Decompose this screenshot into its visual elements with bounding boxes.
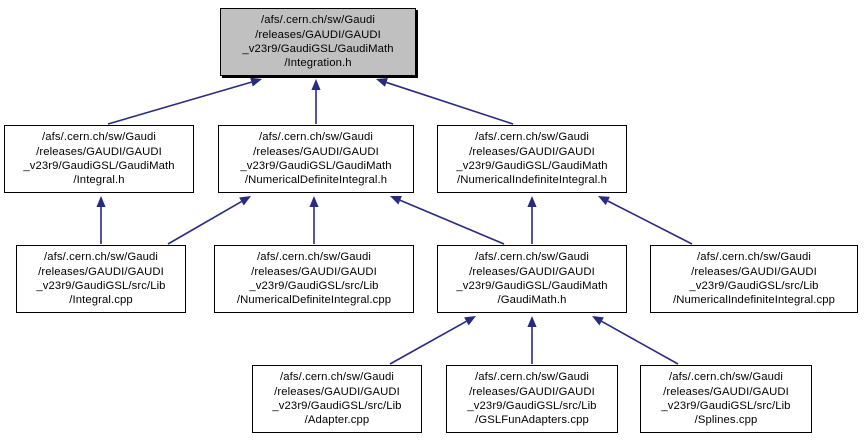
graph-arrowhead-numericaldefiniteintegral_h-to-integration_h (311, 79, 321, 90)
graph-arrowhead-integral_cpp-to-numericaldefiniteintegral_h (239, 196, 251, 206)
graph-node-gslfunadapters_cpp[interactable]: /afs/.cern.ch/sw/Gaudi /releases/GAUDI/G… (446, 365, 618, 433)
graph-edge-gaudimath_h-to-numericaldefiniteintegral_h (399, 199, 505, 245)
graph-node-adapter_cpp[interactable]: /afs/.cern.ch/sw/Gaudi /releases/GAUDI/G… (252, 365, 422, 433)
graph-node-numericalindefiniteintegral_h[interactable]: /afs/.cern.ch/sw/Gaudi /releases/GAUDI/G… (437, 125, 627, 193)
graph-edge-integral_h-to-integration_h (107, 81, 252, 125)
graph-edge-numericalindefiniteintegral_cpp-to-numericalindefiniteintegral_h (607, 200, 693, 245)
graph-node-integral_cpp[interactable]: /afs/.cern.ch/sw/Gaudi /releases/GAUDI/G… (16, 245, 186, 313)
graph-edge-splines_cpp-to-gaudimath_h (601, 320, 679, 365)
graph-arrowhead-integral_h-to-integration_h (250, 77, 262, 87)
graph-node-integration_h[interactable]: /afs/.cern.ch/sw/Gaudi /releases/GAUDI/G… (220, 8, 416, 76)
graph-node-label: /afs/.cern.ch/sw/Gaudi /releases/GAUDI/G… (672, 251, 836, 307)
graph-edge-adapter_cpp-to-gaudimath_h (389, 320, 467, 365)
graph-node-label: /afs/.cern.ch/sw/Gaudi /releases/GAUDI/G… (240, 131, 392, 187)
graph-edge-numericalindefiniteintegral_h-to-integration_h (386, 81, 514, 125)
graph-node-label: /afs/.cern.ch/sw/Gaudi /releases/GAUDI/G… (456, 131, 608, 187)
graph-node-splines_cpp[interactable]: /afs/.cern.ch/sw/Gaudi /releases/GAUDI/G… (640, 365, 812, 433)
graph-node-label: /afs/.cern.ch/sw/Gaudi /releases/GAUDI/G… (661, 371, 791, 427)
graph-node-label: /afs/.cern.ch/sw/Gaudi /releases/GAUDI/G… (456, 251, 608, 307)
graph-arrowhead-gaudimath_h-to-numericaldefiniteintegral_h (390, 196, 402, 205)
graph-node-numericalindefiniteintegral_cpp[interactable]: /afs/.cern.ch/sw/Gaudi /releases/GAUDI/G… (650, 245, 858, 313)
graph-node-label: /afs/.cern.ch/sw/Gaudi /releases/GAUDI/G… (467, 371, 597, 427)
graph-arrowhead-numericalindefiniteintegral_cpp-to-numericalindefiniteintegral_h (598, 196, 610, 206)
graph-node-label: /afs/.cern.ch/sw/Gaudi /releases/GAUDI/G… (272, 371, 402, 427)
graph-node-numericaldefiniteintegral_cpp[interactable]: /afs/.cern.ch/sw/Gaudi /releases/GAUDI/G… (214, 245, 414, 313)
graph-node-label: /afs/.cern.ch/sw/Gaudi /releases/GAUDI/G… (236, 251, 392, 307)
graph-edge-integral_cpp-to-numericaldefiniteintegral_h (167, 200, 242, 245)
graph-arrowhead-adapter_cpp-to-gaudimath_h (464, 316, 476, 326)
graph-node-numericaldefiniteintegral_h[interactable]: /afs/.cern.ch/sw/Gaudi /releases/GAUDI/G… (218, 125, 414, 193)
graph-node-label: /afs/.cern.ch/sw/Gaudi /releases/GAUDI/G… (36, 251, 166, 307)
graph-arrowhead-splines_cpp-to-gaudimath_h (592, 316, 604, 326)
graph-node-gaudimath_h[interactable]: /afs/.cern.ch/sw/Gaudi /releases/GAUDI/G… (437, 245, 627, 313)
graph-node-label: /afs/.cern.ch/sw/Gaudi /releases/GAUDI/G… (242, 14, 394, 70)
graph-arrowhead-gaudimath_h-to-numericalindefiniteintegral_h (527, 196, 537, 207)
graph-arrowhead-numericaldefiniteintegral_cpp-to-numericaldefiniteintegral_h (309, 196, 319, 207)
graph-node-label: /afs/.cern.ch/sw/Gaudi /releases/GAUDI/G… (23, 131, 175, 187)
graph-arrowhead-integral_cpp-to-integral_h (96, 196, 106, 207)
graph-arrowhead-numericalindefiniteintegral_h-to-integration_h (376, 78, 388, 87)
graph-arrowhead-gslfunadapters_cpp-to-gaudimath_h (527, 316, 537, 327)
graph-node-integral_h[interactable]: /afs/.cern.ch/sw/Gaudi /releases/GAUDI/G… (4, 125, 194, 193)
